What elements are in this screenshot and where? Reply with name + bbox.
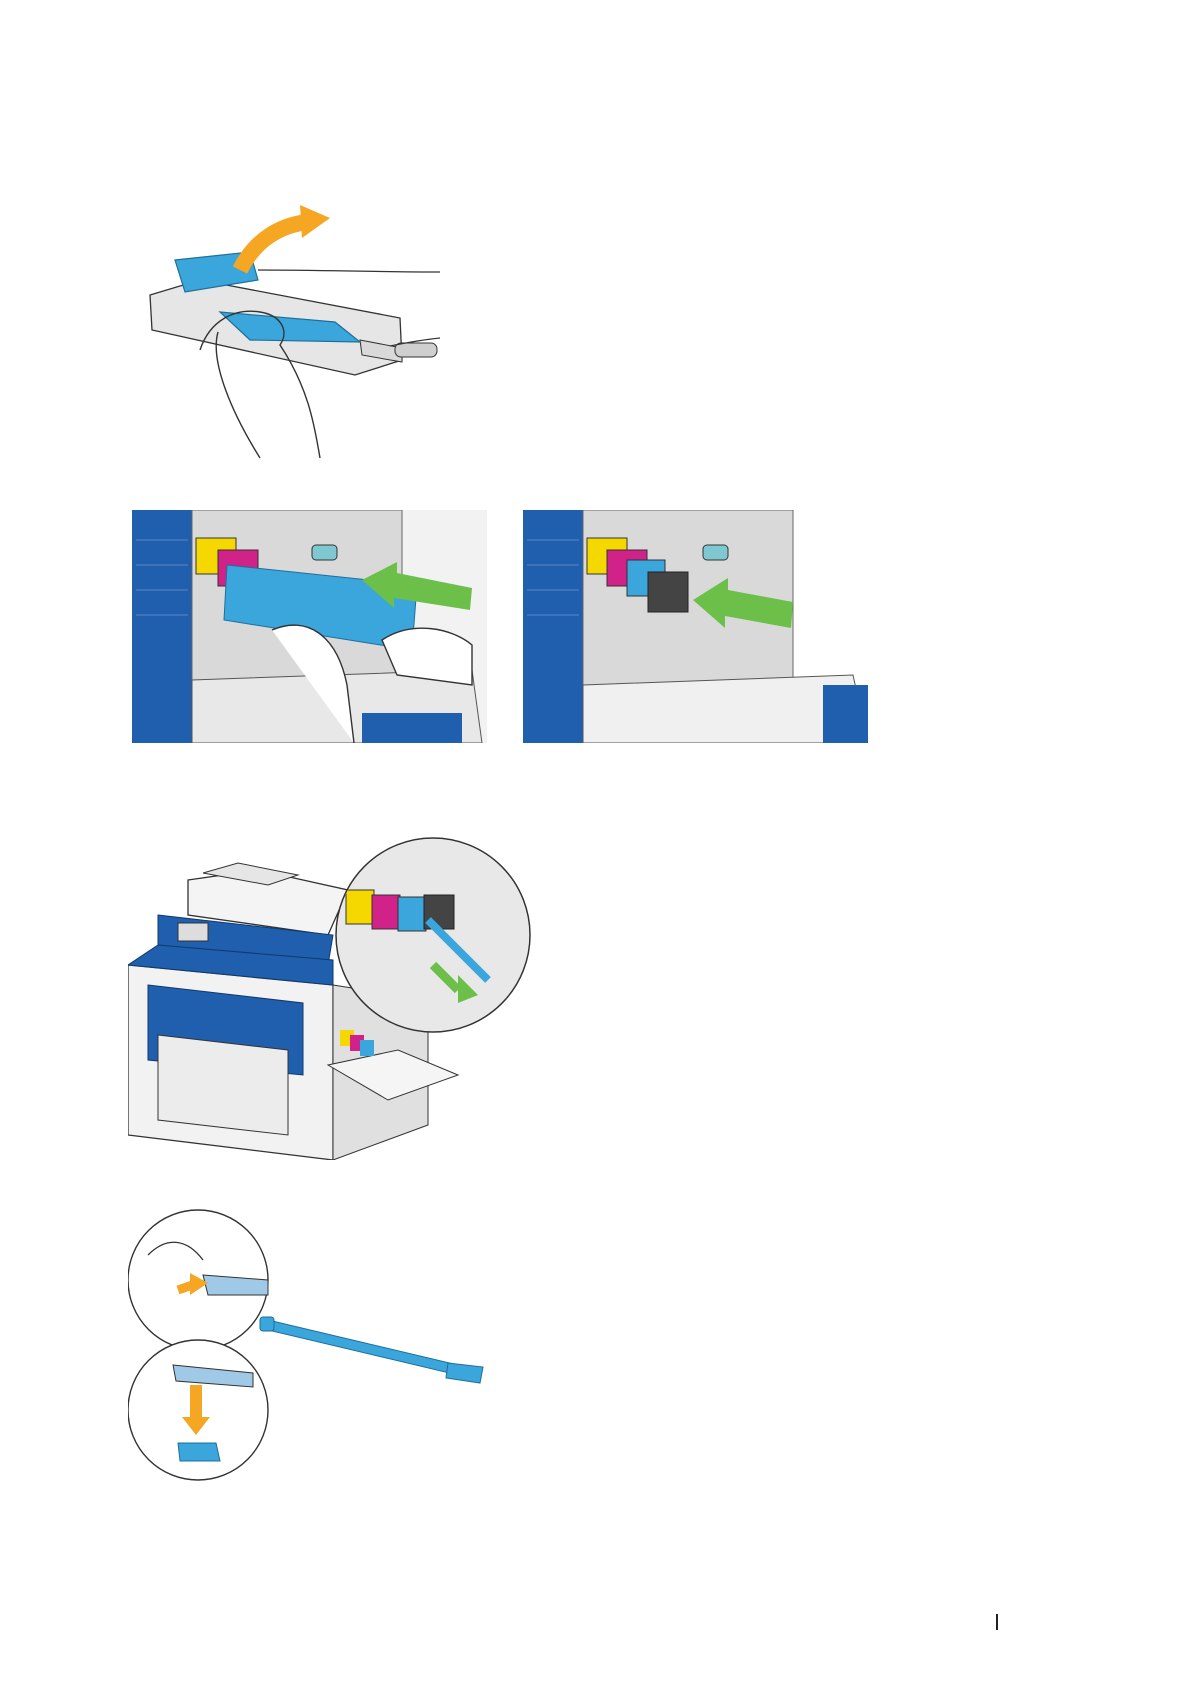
multifunction-printer-cleaning-rod-removal-illustration — [128, 835, 548, 1160]
pushing-cyan-cartridge-in-place-illustration — [523, 510, 868, 743]
cleaning-rod-pad-replacement-illustration — [128, 1205, 528, 1495]
toner-cartridge-removing-protective-cover-illustration — [140, 200, 480, 460]
page-number-marker — [996, 1614, 998, 1630]
inserting-cyan-cartridge-into-printer-illustration — [132, 510, 487, 743]
